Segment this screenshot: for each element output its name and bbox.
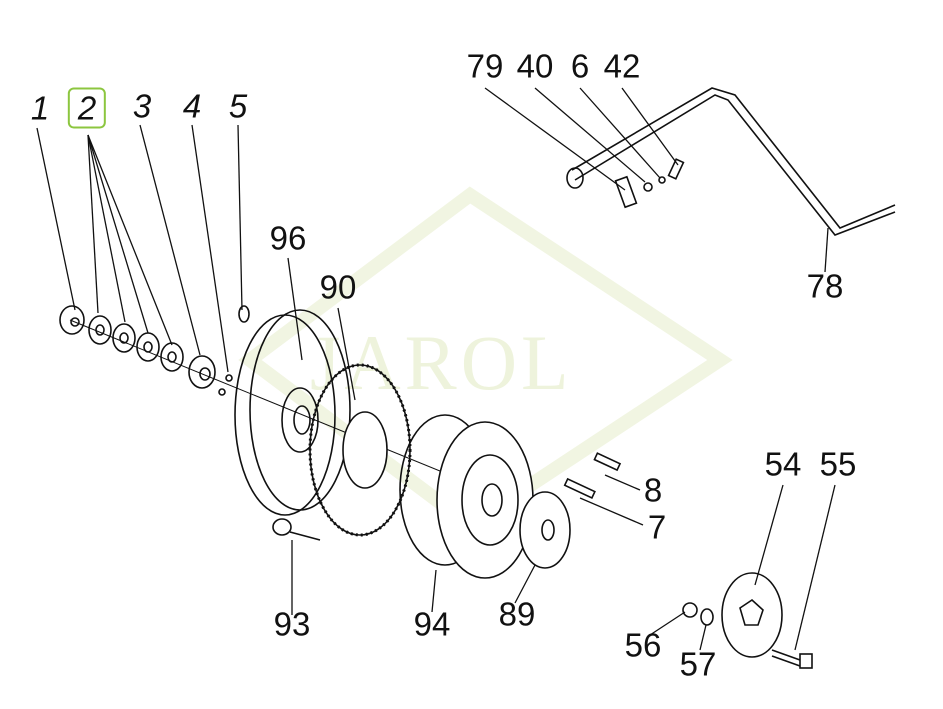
callout-93[interactable]: 93 — [273, 605, 311, 643]
callout-54[interactable]: 54 — [764, 445, 802, 483]
callout-79[interactable]: 79 — [466, 47, 504, 85]
part-93-bolt — [272, 518, 321, 541]
part-56-nut — [682, 602, 698, 618]
callout-78[interactable]: 78 — [806, 267, 844, 305]
part-3-collar — [188, 355, 216, 389]
part-5-nipple — [238, 305, 250, 323]
callout-96[interactable]: 96 — [269, 219, 307, 257]
callout-56[interactable]: 56 — [624, 626, 662, 664]
callout-40[interactable]: 40 — [516, 47, 554, 85]
callout-90[interactable]: 90 — [319, 268, 357, 306]
leader-lines — [36, 87, 836, 651]
callout-3[interactable]: 3 — [132, 87, 152, 125]
part-89-hub — [519, 491, 571, 569]
callout-8[interactable]: 8 — [643, 471, 663, 509]
part-54-flange — [721, 572, 783, 658]
callout-5[interactable]: 5 — [228, 87, 248, 125]
part-55-bolt — [771, 649, 813, 669]
callout-6[interactable]: 6 — [570, 47, 590, 85]
part-79-40-6-42-bracket — [614, 158, 685, 209]
callout-89[interactable]: 89 — [498, 595, 536, 633]
part-94-drum — [399, 414, 534, 579]
part-96-pulley — [234, 309, 351, 516]
part-2-washers — [88, 315, 184, 372]
callout-2-selected[interactable]: 2 — [67, 87, 107, 129]
callout-4[interactable]: 4 — [182, 87, 202, 125]
part-7-8-pins — [563, 452, 622, 500]
part-4-balls — [218, 374, 233, 396]
part-90-friction-disc — [308, 363, 412, 537]
watermark-diamond — [238, 186, 733, 534]
callout-55[interactable]: 55 — [819, 445, 857, 483]
part-78-lever-rod — [566, 87, 896, 236]
part-57-washer — [700, 608, 714, 626]
callout-57[interactable]: 57 — [679, 645, 717, 683]
part-1-nut — [59, 305, 85, 335]
callout-7[interactable]: 7 — [647, 508, 667, 546]
callout-1[interactable]: 1 — [30, 89, 50, 127]
callout-42[interactable]: 42 — [603, 47, 641, 85]
callout-94[interactable]: 94 — [413, 605, 451, 643]
